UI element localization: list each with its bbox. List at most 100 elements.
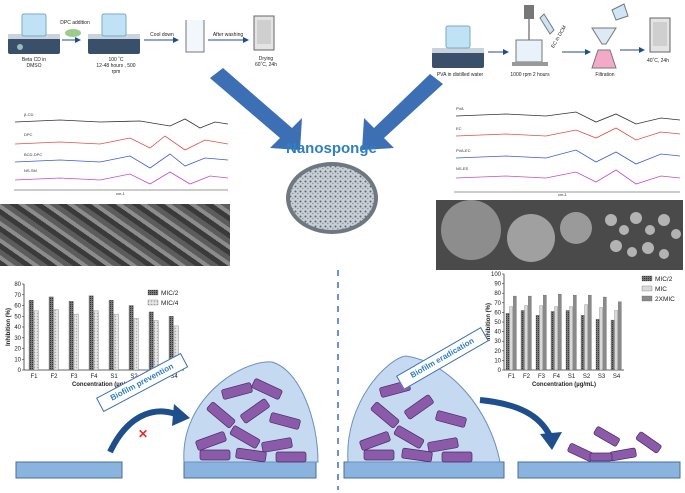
bar bbox=[543, 294, 547, 371]
converging-arrows bbox=[210, 68, 443, 150]
y-tick-label: 10 bbox=[494, 358, 501, 364]
bar bbox=[520, 310, 525, 371]
y-tick-label: 60 bbox=[494, 310, 501, 316]
hotplate-icon bbox=[432, 25, 484, 68]
bar-chart-left: 01020304050607080F1F2F3F4S1S2S3S4Concent… bbox=[6, 282, 184, 388]
legend-label: MIC/2 bbox=[161, 290, 179, 297]
legend-swatch bbox=[641, 275, 653, 282]
scattered-bacteria bbox=[567, 426, 662, 462]
y-tick-label: 0 bbox=[498, 368, 502, 374]
y-tick-label: 50 bbox=[14, 314, 21, 320]
legend-swatch bbox=[641, 295, 653, 302]
arrow-icon bbox=[362, 74, 443, 150]
y-tick-label: 70 bbox=[14, 293, 21, 299]
x-tick-label: S2 bbox=[583, 374, 591, 380]
x-axis-label: Concentration (µg/mL) bbox=[532, 382, 596, 388]
step-label: 1000 rpm 2 hours bbox=[510, 72, 550, 78]
step-label: PVA in distilled water bbox=[436, 72, 484, 78]
surface-platform bbox=[517, 461, 681, 479]
ftir-spectra-right: PVA EC PVA-EC NS-ES cm-1 bbox=[446, 100, 682, 198]
hotplate-icon bbox=[88, 13, 140, 54]
y-tick-label: 30 bbox=[494, 339, 501, 345]
step-label: Filtration bbox=[595, 72, 615, 78]
bar bbox=[603, 296, 607, 371]
y-tick-label: 100 bbox=[491, 272, 502, 278]
x-tick-label: F3 bbox=[538, 374, 546, 380]
bar bbox=[48, 296, 54, 371]
y-tick-label: 20 bbox=[14, 347, 21, 353]
beaker-icon bbox=[185, 20, 205, 53]
x-tick-label: S3 bbox=[598, 374, 606, 380]
step-label: DPC addition bbox=[60, 20, 90, 26]
bar bbox=[528, 295, 532, 371]
bar bbox=[554, 306, 558, 371]
bar bbox=[53, 309, 59, 371]
x-tick-label: S1 bbox=[110, 374, 118, 380]
oven-icon bbox=[649, 17, 671, 53]
legend-swatch bbox=[641, 285, 653, 292]
spectrum-label: PVA bbox=[456, 106, 464, 111]
y-tick-label: 70 bbox=[494, 301, 501, 307]
step-label: 40˚C, 24h bbox=[647, 58, 669, 64]
x-tick-label: F4 bbox=[553, 374, 561, 380]
bar bbox=[509, 306, 513, 371]
spectrum-label: NS-ES bbox=[456, 166, 469, 171]
spectrum-label: PVA-EC bbox=[456, 148, 471, 153]
bar bbox=[535, 315, 540, 371]
step-label: After washing bbox=[212, 32, 244, 38]
powder-bowl-icon bbox=[65, 29, 81, 37]
bar bbox=[565, 310, 570, 371]
bar bbox=[524, 305, 528, 371]
sem-image-right bbox=[436, 200, 683, 270]
biofilm-prevention-scene: ✕ bbox=[15, 361, 319, 479]
spectrum-label: DPC bbox=[24, 132, 33, 137]
spectrum-label: BCD-DPC bbox=[24, 152, 43, 157]
x-tick-label: S4 bbox=[613, 374, 621, 380]
legend-label: MIC/2 bbox=[655, 276, 673, 283]
bacteria-cluster bbox=[195, 378, 307, 463]
sem-image-left bbox=[0, 204, 230, 266]
x-tick-label: S1 bbox=[568, 374, 576, 380]
bar bbox=[618, 301, 622, 371]
bar bbox=[580, 315, 585, 371]
bar bbox=[614, 310, 618, 371]
y-tick-label: 30 bbox=[14, 336, 21, 342]
bar bbox=[113, 313, 119, 371]
spectrum-xlabel: cm-1 bbox=[116, 191, 125, 196]
x-tick-label: F2 bbox=[50, 374, 58, 380]
bar bbox=[28, 299, 34, 371]
y-tick-label: 90 bbox=[494, 282, 501, 288]
bar bbox=[539, 305, 543, 371]
x-tick-label: F3 bbox=[70, 374, 78, 380]
x-tick-label: F1 bbox=[508, 374, 516, 380]
bar bbox=[68, 301, 74, 371]
y-axis-label: Inhibition (%) bbox=[486, 303, 492, 341]
flask-icon bbox=[539, 13, 555, 35]
filtration-funnel-icon bbox=[591, 3, 629, 69]
spectrum-label: NS-SM bbox=[24, 168, 37, 173]
bar bbox=[93, 310, 99, 371]
y-tick-label: 80 bbox=[494, 291, 501, 297]
y-tick-label: 0 bbox=[18, 368, 22, 374]
bar bbox=[128, 305, 134, 371]
bar bbox=[584, 304, 588, 371]
bar bbox=[73, 313, 79, 371]
legend-label: MIC bbox=[655, 286, 667, 293]
bar bbox=[599, 307, 603, 371]
y-axis-label: Inhibition (%) bbox=[6, 308, 12, 346]
bar bbox=[595, 318, 600, 371]
bar bbox=[588, 294, 592, 371]
bar bbox=[550, 311, 555, 371]
blocked-icon: ✕ bbox=[138, 427, 148, 441]
process-illustrations bbox=[8, 3, 671, 69]
bar bbox=[505, 313, 510, 371]
bar bbox=[133, 318, 139, 371]
x-tick-label: F1 bbox=[30, 374, 38, 380]
legend-swatch bbox=[147, 289, 159, 296]
surface-platform bbox=[15, 461, 123, 479]
legend-label: MIC/4 bbox=[161, 300, 179, 307]
